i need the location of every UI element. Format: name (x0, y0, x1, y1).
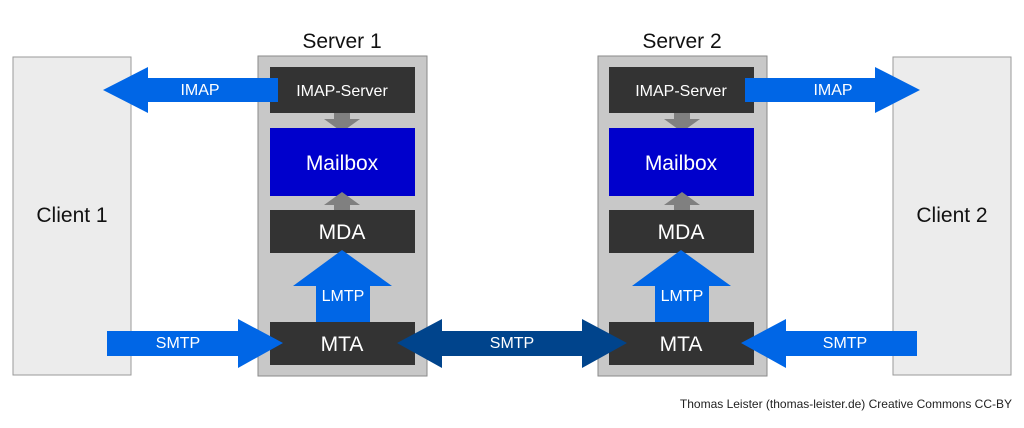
server-1-arrow-mda-to-mailbox (324, 192, 360, 212)
server-1-lmtp-arrow (293, 250, 392, 323)
server-1: Server 1 IMAP-Server Mailbox MDA LMTP MT… (257, 30, 428, 377)
server-2-arrow-imap-to-mailbox (664, 113, 700, 132)
smtp-arrow-left (107, 319, 283, 368)
server-2-mta-box (609, 322, 754, 365)
server-2-imap-server-label: IMAP-Server (635, 83, 727, 100)
server-2-mda-label: MDA (658, 221, 705, 244)
client-2-box (892, 56, 1012, 376)
server-2-lmtp-arrow (632, 250, 731, 323)
smtp-arrow-middle (397, 319, 627, 368)
server-2-mailbox-label: Mailbox (645, 152, 718, 175)
client-2-label: Client 2 (916, 204, 987, 227)
server-1-mta-label: MTA (321, 333, 364, 356)
client-1-box (12, 56, 132, 376)
server-1-mailbox-box (270, 128, 415, 196)
imap-arrow-right (745, 67, 920, 113)
server-1-arrow-imap-to-mailbox (324, 113, 360, 132)
server-1-mailbox-label: Mailbox (306, 152, 379, 175)
server-2-mailbox-box (609, 128, 754, 196)
server-1-imap-server-box (270, 67, 415, 113)
server-1-mda-label: MDA (319, 221, 366, 244)
server-1-lmtp-label: LMTP (322, 288, 365, 305)
server-1-mta-box (270, 322, 415, 365)
server-2-mta-label: MTA (660, 333, 703, 356)
client-1-label: Client 1 (36, 204, 107, 227)
server-2: Server 2 IMAP-Server Mailbox MDA LMTP MT… (597, 30, 768, 377)
server-2-imap-server-box (609, 67, 754, 113)
server-2-lmtp-label: LMTP (661, 288, 704, 305)
server-1-title: Server 1 (302, 30, 381, 53)
server-1-imap-server-label: IMAP-Server (296, 83, 388, 100)
server-1-mda-box (270, 210, 415, 253)
credit-line: Thomas Leister (thomas-leister.de) Creat… (679, 397, 1012, 411)
server-2-mda-box (609, 210, 754, 253)
smtp-arrow-right (741, 319, 917, 368)
imap-arrow-left-label: IMAP (180, 82, 219, 99)
server-2-arrow-mda-to-mailbox (664, 192, 700, 212)
smtp-arrow-middle-label: SMTP (490, 335, 534, 352)
server-2-title: Server 2 (642, 30, 721, 53)
imap-arrow-left (103, 67, 278, 113)
imap-arrow-right-label: IMAP (813, 82, 852, 99)
smtp-arrow-right-label: SMTP (823, 335, 867, 352)
smtp-arrow-left-label: SMTP (156, 335, 200, 352)
